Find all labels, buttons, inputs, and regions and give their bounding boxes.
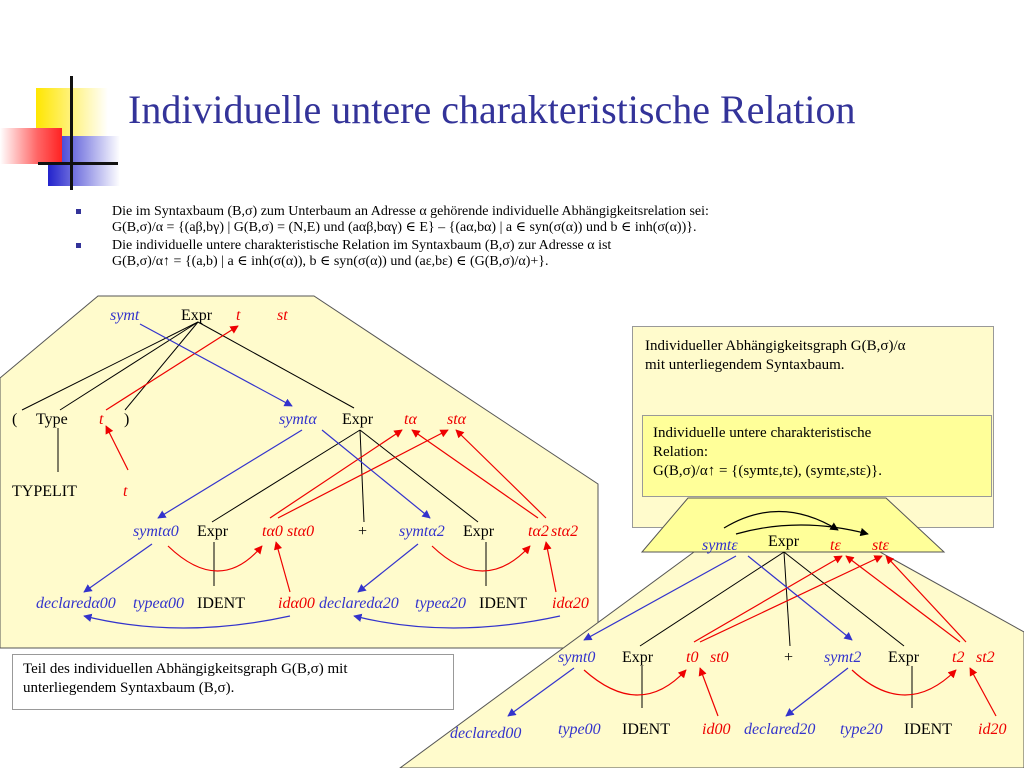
right-l2-declared2: declared20 <box>744 721 815 738</box>
left-rparen: ) <box>124 411 129 428</box>
right-l2-ident2: IDENT <box>904 721 952 738</box>
horizontal-bar <box>38 162 118 165</box>
vertical-bar <box>70 76 73 190</box>
caption-box: Teil des individuellen Abhängigkeitsgrap… <box>12 654 454 710</box>
left-root-symt: symt <box>110 307 140 324</box>
left-l2-plus: + <box>358 523 367 540</box>
right-l1-t2: t2 <box>952 649 964 666</box>
bullet-text: Die im Syntaxbaum (B,σ) zum Unterbaum an… <box>112 204 709 219</box>
left-l2-t2: tα2 <box>528 523 549 540</box>
right-l2-id2: id20 <box>978 721 1006 738</box>
right-l1-expr0: Expr <box>622 649 654 666</box>
left-l1-expr: Expr <box>342 411 374 428</box>
left-typelit-t: t <box>123 483 128 500</box>
left-l2-symt2: symtα2 <box>399 523 445 540</box>
left-l3-ident2: IDENT <box>479 595 527 612</box>
info-box-line: mit unterliegendem Syntaxbaum. <box>645 357 845 373</box>
left-type: Type <box>36 411 68 428</box>
right-l1-t0: t0 <box>686 649 698 666</box>
caption-line: Teil des individuellen Abhängigkeitsgrap… <box>23 661 348 677</box>
info-box-line: Individueller Abhängigkeitsgraph G(B,σ)/… <box>645 338 906 354</box>
relation-box: Individuelle untere charakteristische Re… <box>642 415 992 497</box>
left-inh-arrows <box>83 323 561 629</box>
left-l1-symt: symtα <box>279 411 317 428</box>
right-l1-expr2: Expr <box>888 649 920 666</box>
relation-box-line: Relation: <box>653 444 708 460</box>
left-l2-symt0: symtα0 <box>133 523 179 540</box>
left-l2-st0: stα0 <box>287 523 314 540</box>
bullet-square-icon <box>76 243 81 248</box>
left-l2-st2: stα2 <box>551 523 578 540</box>
left-type-t: t <box>99 411 104 428</box>
right-root-t: tε <box>830 537 841 554</box>
left-graph-labels: symt Expr t st ( Type t ) symtα Expr tα … <box>12 307 589 612</box>
left-l3-type2: typeα20 <box>415 595 466 612</box>
left-tree-edges <box>21 321 487 586</box>
left-l2-expr0: Expr <box>197 523 229 540</box>
bullet-item: Die im Syntaxbaum (B,σ) zum Unterbaum an… <box>76 204 1016 236</box>
bullet-text: Die individuelle untere charakteristisch… <box>112 238 612 253</box>
left-l3-declared0: declaredα00 <box>36 595 116 612</box>
left-lparen: ( <box>12 411 17 428</box>
right-inh-arrows <box>507 555 853 717</box>
right-graph-labels: symtε Expr tε stε symt0 Expr t0 st0 + sy… <box>450 533 1006 742</box>
red-square <box>0 128 62 164</box>
right-l1-symt0: symt0 <box>558 649 595 666</box>
left-root-t: t <box>236 307 241 324</box>
right-l2-type2: type20 <box>840 721 883 738</box>
left-root-expr: Expr <box>181 307 213 324</box>
left-l3-ident0: IDENT <box>197 595 245 612</box>
bullet-list: Die im Syntaxbaum (B,σ) zum Unterbaum an… <box>76 204 1016 272</box>
right-root-st: stε <box>872 537 890 554</box>
left-l3-id2: idα20 <box>552 595 589 612</box>
right-synth-arrows <box>583 555 997 717</box>
left-l3-id0: idα00 <box>278 595 315 612</box>
relation-box-line: Individuelle untere charakteristische <box>653 425 872 441</box>
caption-line: unterliegendem Syntaxbaum (B,σ). <box>23 680 235 696</box>
left-l1-t: tα <box>404 411 417 428</box>
left-l3-declared2: declaredα20 <box>319 595 399 612</box>
right-root-symt: symtε <box>702 537 738 554</box>
left-l3-type0: typeα00 <box>133 595 184 612</box>
bullet-square-icon <box>76 209 81 214</box>
corner-logo <box>0 76 120 190</box>
right-relation-arrows <box>723 510 869 537</box>
bullet-formula: G(B,σ)/α↑ = {(a,b) | a ∈ inh(σ(α)), b ∈ … <box>112 254 549 269</box>
right-l1-st2: st2 <box>976 649 995 666</box>
right-l2-declared0: declared00 <box>450 725 521 742</box>
left-l2-expr2: Expr <box>463 523 495 540</box>
right-l2-type0: type00 <box>558 721 601 738</box>
right-l1-symt2: symt2 <box>824 649 861 666</box>
right-l1-plus: + <box>784 649 793 666</box>
relation-box-formula: G(B,σ)/α↑ = {(symtε,tε), (symtε,stε)}. <box>653 463 882 479</box>
left-l2-t0: tα0 <box>262 523 283 540</box>
right-l1-st0: st0 <box>710 649 729 666</box>
right-root-expr: Expr <box>768 533 800 550</box>
left-synth-arrows <box>105 325 557 593</box>
bullet-item: Die individuelle untere charakteristisch… <box>76 238 1016 270</box>
right-tree-edges <box>639 551 913 708</box>
slide-title: Individuelle untere charakteristische Re… <box>128 87 856 132</box>
right-l2-id0: id00 <box>702 721 730 738</box>
right-l2-ident0: IDENT <box>622 721 670 738</box>
left-typelit: TYPELIT <box>12 483 77 500</box>
left-root-st: st <box>277 307 288 324</box>
bullet-formula: G(B,σ)/α = {(aβ,bγ) | G(B,σ) = (N,E) und… <box>112 220 697 235</box>
left-l1-st: stα <box>447 411 467 428</box>
